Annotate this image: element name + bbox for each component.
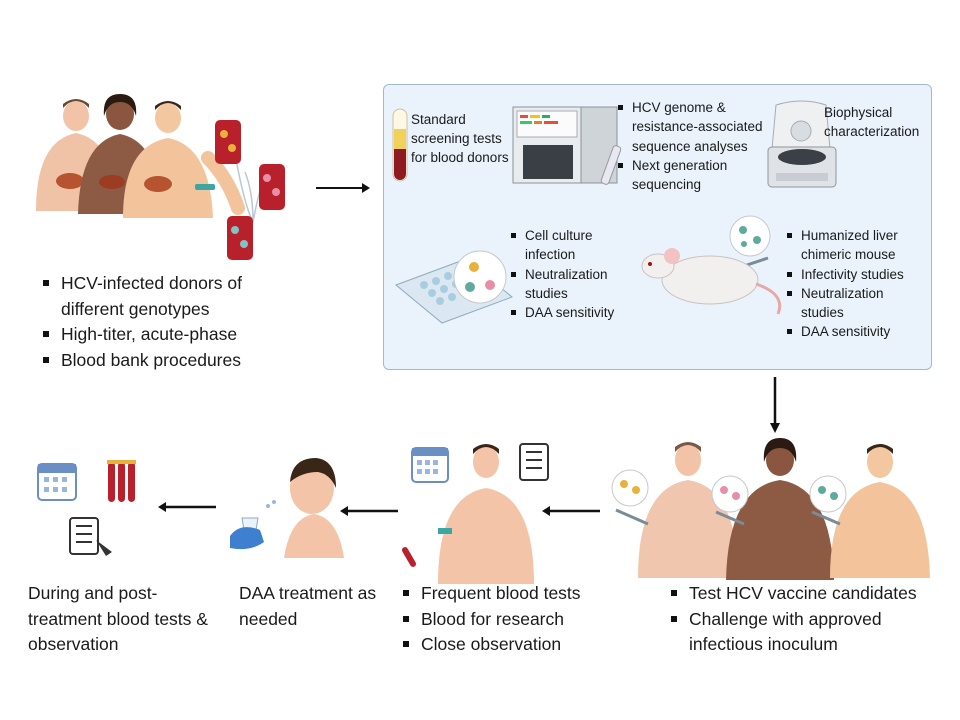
blood-tests-bullets: Frequent blood tests Blood for research …: [402, 581, 622, 658]
test-tube-icon: [107, 460, 136, 502]
virus-icon: [729, 215, 771, 257]
mouse-list: Humanized liver chimeric mouse Infectivi…: [787, 226, 927, 342]
cell-culture-plate-icon: [395, 250, 513, 324]
donor-bullet: HCV-infected donors of different genotyp…: [42, 271, 302, 322]
virus-icon: [453, 250, 507, 304]
cell-culture-item: Neutralization studies: [511, 265, 641, 304]
genome-item: Next generation sequencing: [618, 156, 774, 195]
donor-bullet: High-titer, acute-phase: [42, 322, 302, 348]
arrow-left-icon: [542, 506, 600, 516]
vaccine-people-illustration: [611, 438, 930, 580]
arrow-right-icon: [316, 183, 370, 193]
person-icon: [284, 458, 344, 558]
vaccine-bullet: Test HCV vaccine candidates: [670, 581, 930, 607]
blood-tests-illustration: [402, 443, 549, 584]
sequencer-icon: [512, 106, 622, 185]
mouse-item: Neutralization studies: [787, 284, 927, 323]
person-icon: [438, 444, 534, 584]
characterization-panel: [383, 84, 932, 370]
arrow-down-icon: [770, 377, 780, 433]
blood-tests-bullet: Close observation: [402, 632, 622, 658]
blood-bag-icon: [259, 164, 285, 210]
blood-tests-bullet: Frequent blood tests: [402, 581, 622, 607]
blood-bags-illustration: [215, 120, 285, 260]
blood-bag-icon: [227, 216, 253, 260]
arrow-left-icon: [340, 506, 398, 516]
checklist-icon: [519, 443, 549, 481]
person-icon: [830, 444, 930, 578]
mouse-illustration: [641, 215, 782, 315]
virus-icon: [711, 475, 749, 513]
calendar-icon: [37, 463, 77, 501]
calendar-icon: [411, 447, 449, 483]
blood-tests-bullet: Blood for research: [402, 607, 622, 633]
virus-icon: [809, 475, 847, 513]
genome-item: HCV genome & resistance-associated seque…: [618, 98, 774, 156]
mouse-item: Infectivity studies: [787, 265, 927, 284]
test-tube-icon: [402, 547, 416, 567]
cell-culture-list: Cell culture infection Neutralization st…: [511, 226, 641, 322]
mouse-item: DAA sensitivity: [787, 322, 927, 341]
test-tube-icon: [392, 108, 408, 182]
daa-treatment-illustration: [230, 458, 344, 558]
cell-culture-item: Cell culture infection: [511, 226, 641, 265]
checklist-icon: [69, 517, 112, 556]
person-icon: [638, 442, 738, 578]
post-treatment-illustration: [37, 460, 136, 556]
arrow-left-icon: [158, 502, 216, 512]
syringe-icon: [715, 510, 745, 526]
donor-bullet: Blood bank procedures: [42, 348, 302, 374]
syringe-icon: [811, 510, 841, 526]
donor-bullets: HCV-infected donors of different genotyp…: [42, 271, 302, 373]
post-treatment-text: During and post-treatment blood tests & …: [28, 583, 208, 654]
person-icon: [123, 101, 245, 218]
virus-icon: [611, 469, 649, 507]
genome-list: HCV genome & resistance-associated seque…: [618, 98, 774, 194]
mouse-icon: [641, 248, 782, 315]
vaccine-bullets: Test HCV vaccine candidates Challenge wi…: [670, 581, 930, 658]
cell-culture-item: DAA sensitivity: [511, 303, 641, 322]
vaccine-bullet: Challenge with approved infectious inocu…: [670, 607, 930, 658]
syringe-icon: [615, 508, 649, 526]
donor-people-illustration: [36, 94, 245, 218]
mouse-item: Humanized liver chimeric mouse: [787, 226, 927, 265]
blood-bag-icon: [215, 120, 241, 164]
biophysical-label: Biophysical characterization: [824, 105, 920, 139]
daa-treatment-text: DAA treatment as needed: [239, 583, 377, 629]
pill-cup-icon: [230, 500, 276, 550]
centrifuge-icon: [767, 100, 837, 188]
screening-label: Standard screening tests for blood donor…: [411, 112, 509, 165]
person-icon: [726, 438, 834, 580]
